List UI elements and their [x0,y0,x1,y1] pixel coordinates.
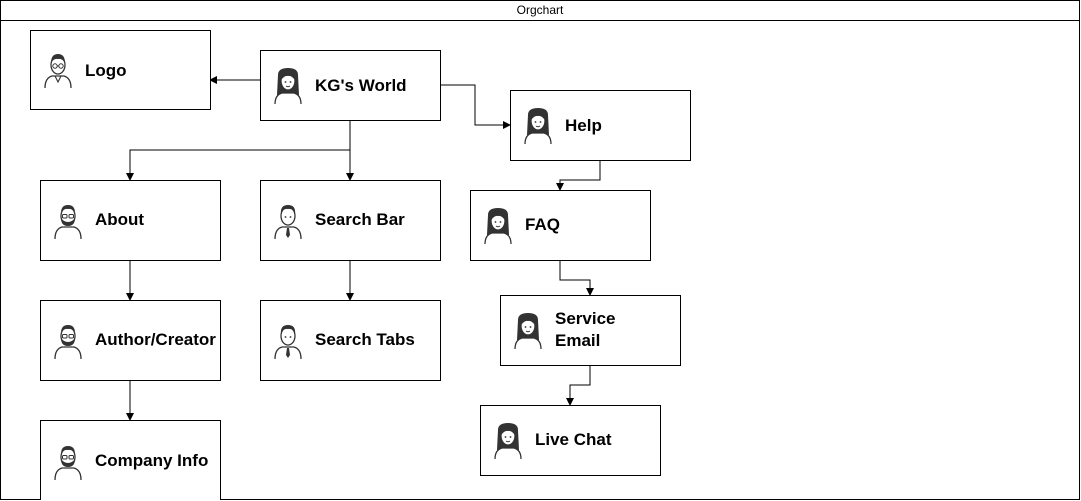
frame-title: Orgchart [1,1,1079,21]
node-kgs-world[interactable]: KG's World [260,50,441,121]
node-label: Help [565,116,602,135]
node-company-info[interactable]: Company Info [40,420,221,500]
edge-service-email-to-live-chat [566,365,591,406]
node-label: Company Info [95,451,209,470]
node-label-line2: Email [555,331,601,350]
node-faq[interactable]: FAQ [470,190,651,261]
female-avatar-icon [494,422,522,459]
male-glasses-avatar-icon [44,54,72,89]
male-beard-glasses-avatar-icon [54,324,82,359]
female-avatar-icon [524,107,552,144]
edge-faq-to-service-email [559,260,594,296]
node-label: Live Chat [535,430,612,449]
female-avatar-icon [484,207,512,244]
edge-kgs-world-to-help [440,84,511,129]
node-label: FAQ [525,215,560,234]
male-beard-glasses-avatar-icon [54,446,82,481]
edge-kgs-world-to-about [126,120,351,181]
node-help[interactable]: Help [510,90,691,161]
female-avatar-icon [514,312,542,349]
node-live-chat[interactable]: Live Chat [480,405,661,476]
male-beard-glasses-avatar-icon [54,204,82,239]
node-label: Author/Creator [95,330,216,349]
node-search-tabs[interactable]: Search Tabs [260,300,441,381]
male-tie-avatar-icon [274,204,302,239]
female-avatar-icon [274,67,302,104]
node-label: Search Tabs [315,330,415,349]
node-service-email[interactable]: Service Email [500,295,681,366]
node-label-line1: Service [555,309,616,328]
node-label: Search Bar [315,210,405,229]
node-label: About [95,210,145,229]
node-about[interactable]: About [40,180,221,261]
node-label: Logo [85,61,127,80]
node-logo[interactable]: Logo [30,30,211,110]
node-author-creator[interactable]: Author/Creator [40,300,221,381]
node-label: KG's World [315,76,407,95]
male-tie-avatar-icon [274,324,302,359]
node-search-bar[interactable]: Search Bar [260,180,441,261]
edge-help-to-faq [556,160,601,191]
